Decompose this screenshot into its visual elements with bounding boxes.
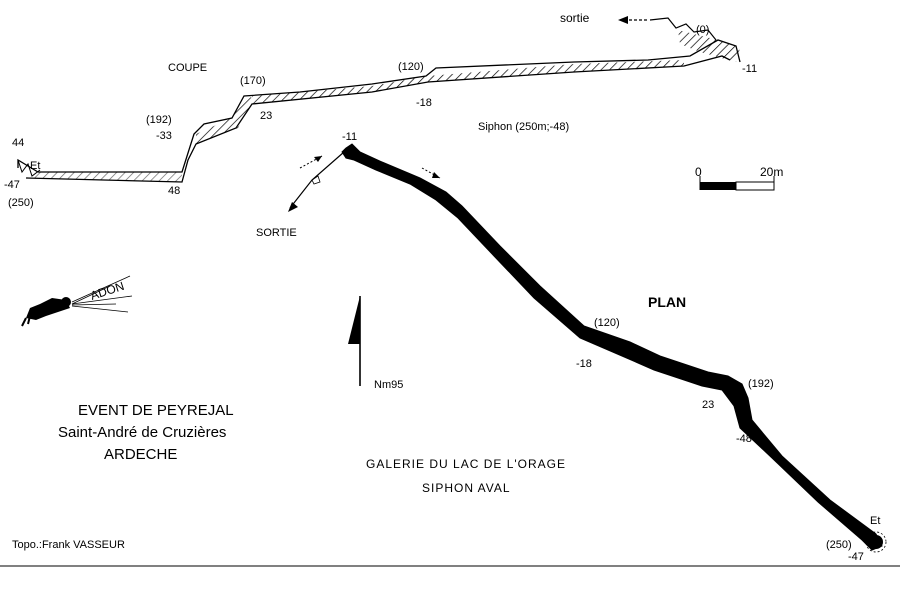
profile-section: COUPE sortie Siphon (250m;-48) (0) -11 (…: [4, 11, 757, 209]
profile-heading: COUPE: [168, 62, 207, 74]
profile-station-23: 23: [260, 110, 272, 122]
plan-sump-ring: [865, 531, 887, 553]
sump-name: SIPHON AVAL: [422, 481, 511, 495]
profile-station-depth-11: -11: [742, 63, 757, 75]
profile-exit-label: sortie: [560, 11, 590, 25]
plan-station-192: (192): [748, 378, 774, 390]
cave-name: EVENT DE PEYREJAL: [78, 402, 234, 419]
diver-fins: [21, 315, 31, 327]
profile-station-48: 48: [168, 185, 180, 197]
profile-station-44: 44: [12, 137, 24, 149]
scale-end: 20m: [760, 165, 783, 179]
plan-heading: PLAN: [648, 294, 686, 310]
diver-light-beam: [71, 275, 133, 313]
profile-station-170: (170): [240, 75, 266, 87]
plan-station-et: Et: [870, 515, 880, 527]
plan-section: Nm95 0 20m PLAN SORTIE -11 (120) -18 (19…: [256, 131, 887, 563]
profile-station-250: (250): [8, 197, 34, 209]
profile-station-depth-33: -33: [156, 130, 172, 142]
survey-credit: Topo.:Frank VASSEUR: [12, 539, 125, 551]
plan-line-arrow-left: [299, 155, 323, 169]
profile-station-depth-18: -18: [416, 97, 432, 109]
title-block: EVENT DE PEYREJAL Saint-André de Cruzièr…: [58, 402, 234, 463]
profile-end-mark: [17, 159, 41, 177]
profile-station-192: (192): [146, 114, 172, 126]
profile-station-120: (120): [398, 61, 424, 73]
plan-exit-arrow: [288, 151, 345, 212]
profile-hatch-main: [252, 60, 684, 104]
profile-hatch-bottom: [26, 172, 182, 182]
diver-figure: [26, 298, 70, 320]
plan-exit-label: SORTIE: [256, 227, 297, 239]
profile-ceiling: [17, 39, 741, 173]
plan-station-120: (120): [594, 317, 620, 329]
plan-station-depth-18: -18: [576, 358, 592, 370]
plan-station-depth-47: -47: [848, 551, 864, 563]
profile-hatch-shaft: [196, 96, 254, 144]
caption-block: GALERIE DU LAC DE L'ORAGE SIPHON AVAL: [366, 457, 566, 495]
plan-station-23: 23: [702, 399, 714, 411]
profile-entrance-outline: [649, 17, 717, 41]
diver-logo: ADON: [21, 275, 133, 327]
gallery-name: GALERIE DU LAC DE L'ORAGE: [366, 457, 566, 471]
plan-station-depth-48: -48: [736, 433, 752, 445]
cave-department: ARDECHE: [104, 446, 177, 463]
north-arrow: [348, 296, 361, 386]
plan-station-250: (250): [826, 539, 852, 551]
profile-siphon-label: Siphon (250m;-48): [478, 121, 569, 133]
plan-sump-end: [869, 535, 883, 549]
scale-zero: 0: [695, 165, 702, 179]
profile-station-et: Et: [30, 160, 40, 172]
plan-station-depth-11: -11: [342, 131, 357, 143]
cave-commune: Saint-André de Cruzières: [58, 424, 226, 441]
diver-head: [61, 297, 71, 307]
plan-line-arrow-right: [421, 167, 441, 179]
profile-exit-arrow: [618, 16, 648, 24]
profile-station-depth-47: -47: [4, 179, 20, 191]
scale-bar: [699, 176, 775, 191]
north-label: Nm95: [374, 379, 403, 391]
profile-hatch-entrance: [678, 30, 740, 62]
profile-station-0: (0): [696, 24, 709, 36]
